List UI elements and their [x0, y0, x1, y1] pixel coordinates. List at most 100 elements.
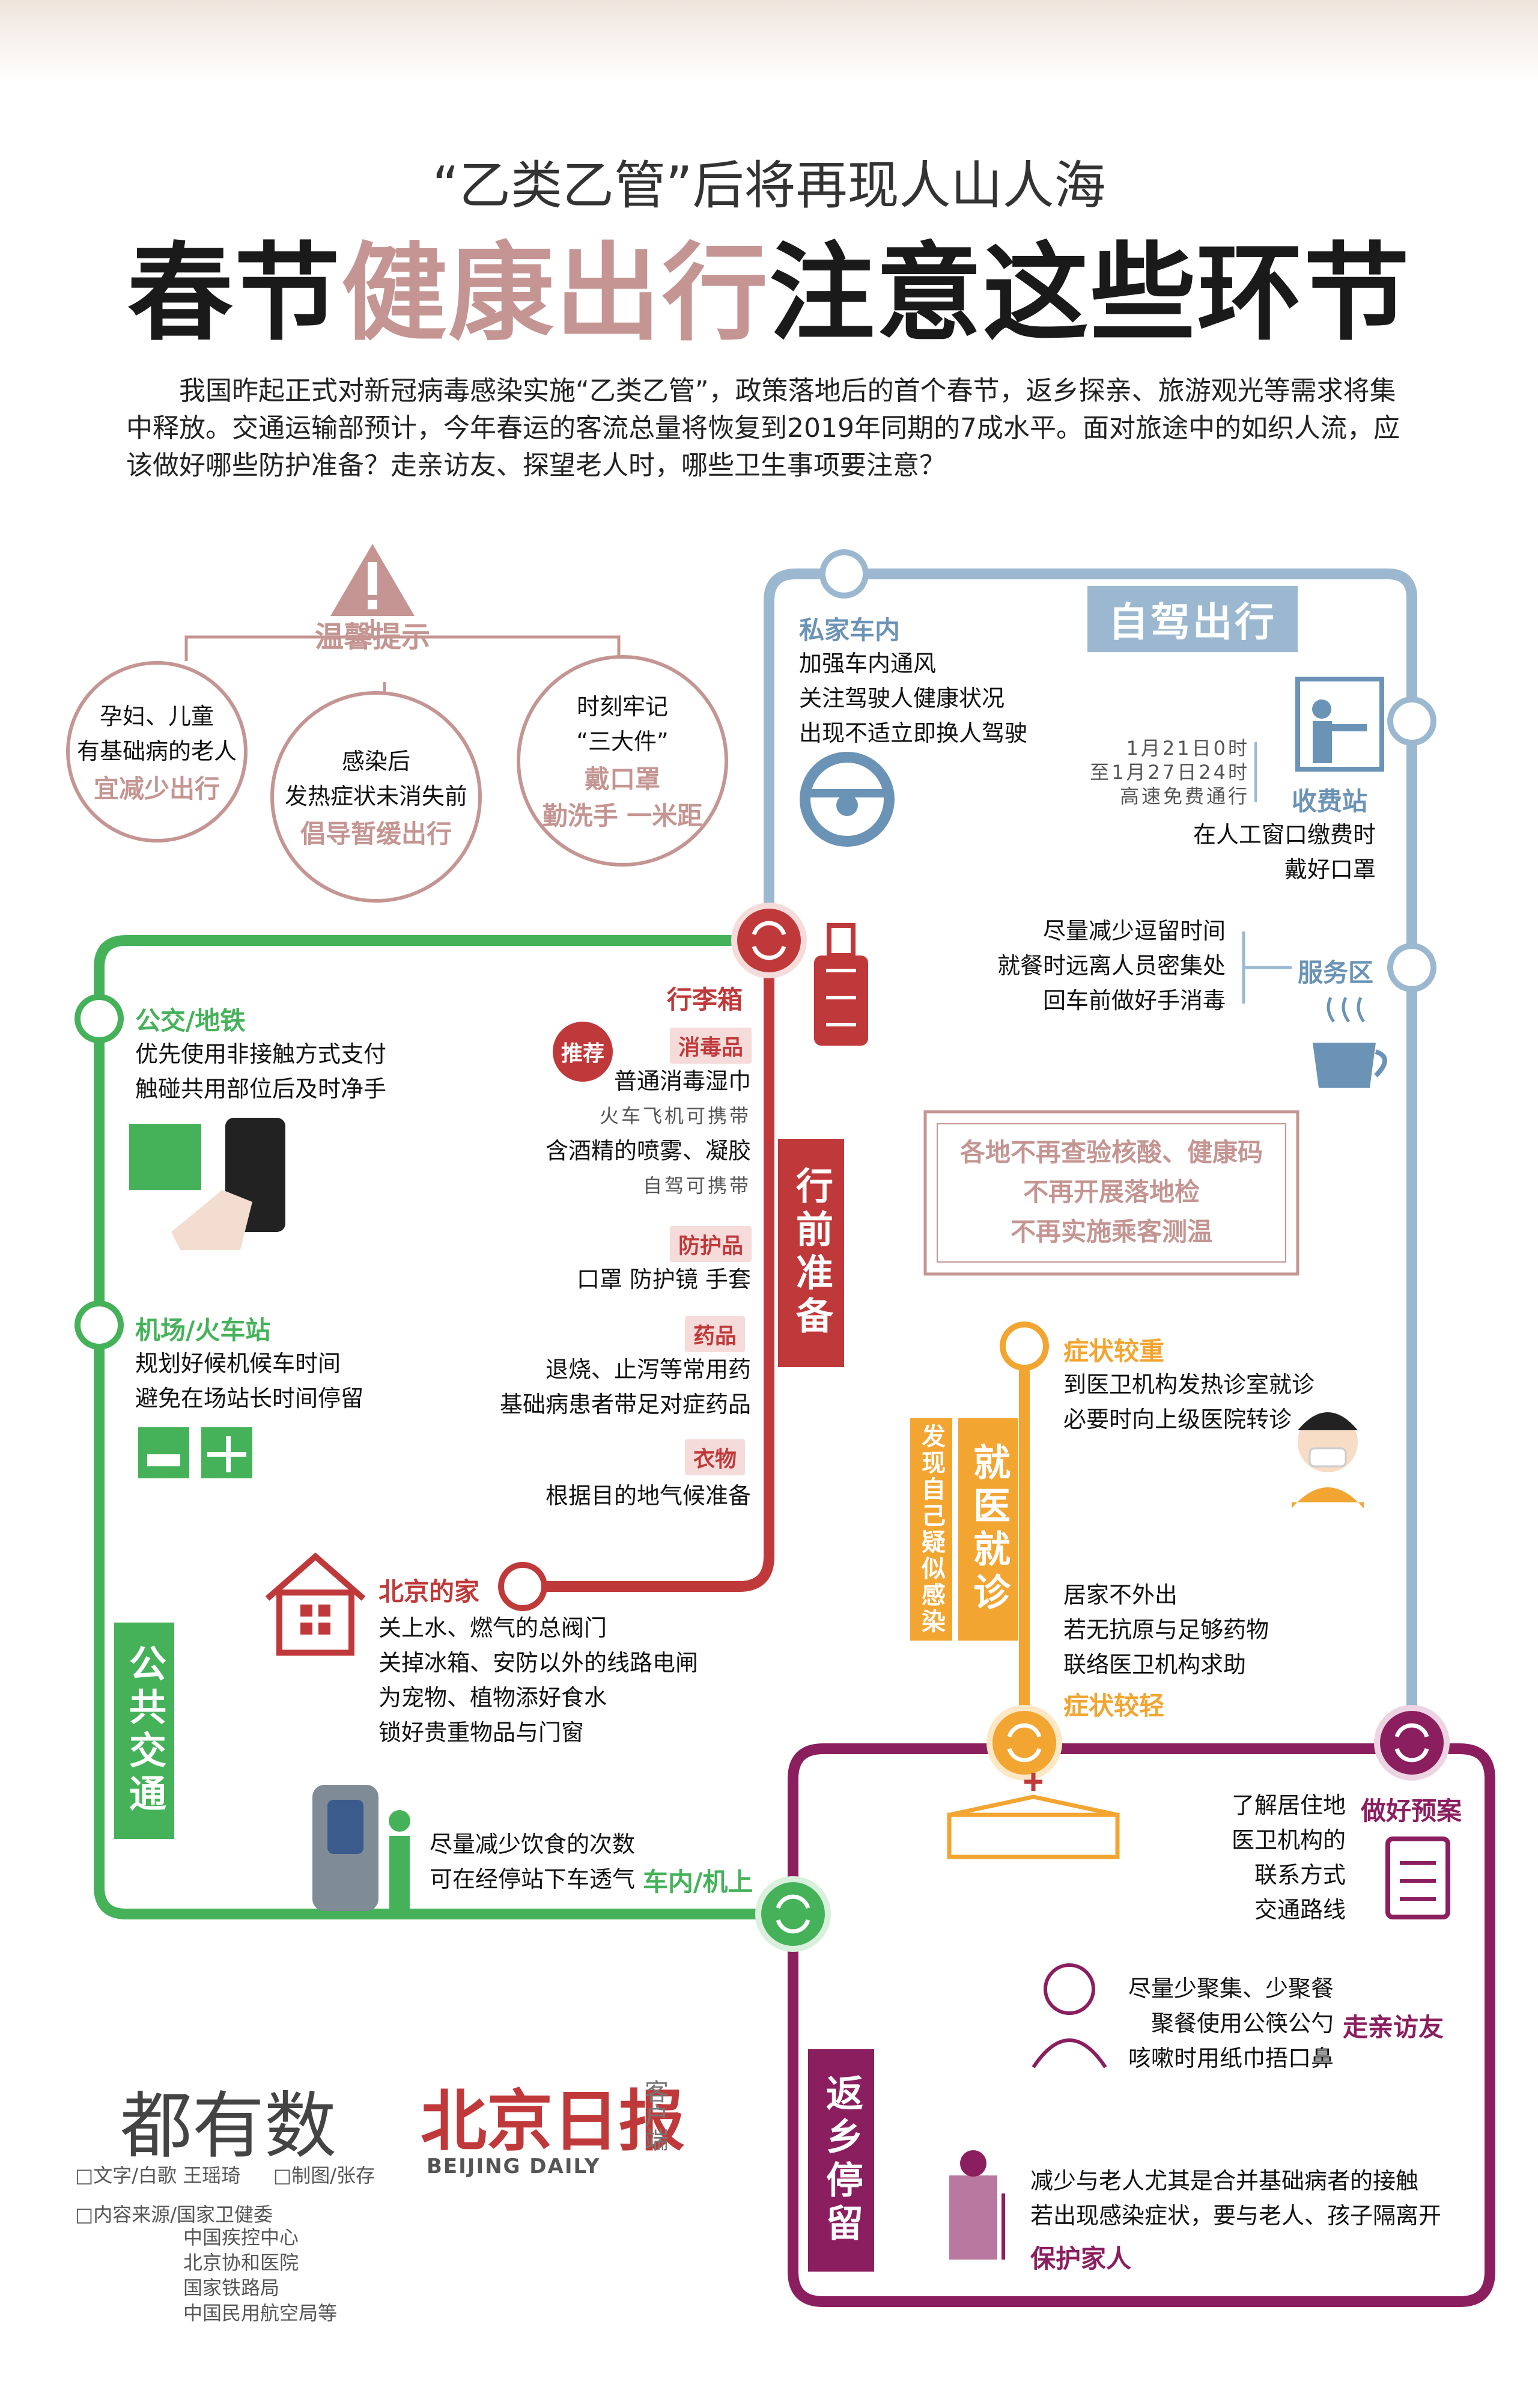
- train-plane-icons: [138, 1427, 252, 1478]
- bus-item-2: 触碰共用部位后及时净手: [135, 1076, 387, 1102]
- top-band: [0, 0, 1538, 84]
- visit-item-2: 聚餐使用公筷公勺: [1150, 2010, 1334, 2037]
- service-item-2: 就餐时远离人员密集处: [997, 953, 1226, 979]
- toll-item-2: 戴好口罩: [1284, 856, 1376, 883]
- brand-logo: 都有数: [120, 2085, 336, 2168]
- toll-list: 在人工窗口缴费时 戴好口罩: [1111, 817, 1376, 887]
- image-credit: □制图/张存: [273, 2164, 375, 2187]
- disinfect-item-2: 含酒精的喷雾、凝胶: [545, 1138, 751, 1164]
- cat-clothing: 衣物: [685, 1439, 746, 1475]
- coughing-person-icon: [1032, 1963, 1107, 2068]
- stop-bus: [74, 994, 124, 1043]
- protective-item-1: 口罩 防护镜 手套: [576, 1266, 751, 1293]
- tip1-line1: 孕妇、儿童: [99, 703, 214, 730]
- medicine-item-2: 基础病患者带足对症药品: [499, 1391, 751, 1418]
- private-car-title: 私家车内: [799, 615, 901, 645]
- severe-item-2: 必要时向上级医院转诊: [1063, 1406, 1292, 1433]
- station-list: 规划好候机候车时间 避免在场站长时间停留: [135, 1346, 363, 1416]
- coffee-cup-icon: [1313, 996, 1387, 1088]
- protective-list: 口罩 防护镜 手套: [457, 1262, 751, 1297]
- station-item-1: 规划好候机候车时间: [135, 1350, 341, 1377]
- protect-list: 减少与老人尤其是合并基础病者的接触 若出现感染症状，要与老人、孩子隔离开: [1030, 2163, 1441, 2233]
- paper-side: 客户端: [640, 2079, 668, 2151]
- policy-line1: 各地不再查验核酸、健康码: [959, 1138, 1263, 1167]
- private-car-list: 加强车内通风 关注驾驶人健康状况 出现不适立即换人驾驶: [799, 646, 1027, 751]
- toll-item-1: 在人工窗口缴费时: [1193, 821, 1376, 848]
- tips-heading: 温馨提示: [314, 620, 430, 654]
- stop-private-car: [819, 549, 869, 599]
- medical-label: 就医就诊: [958, 1418, 1018, 1641]
- stop-home: [498, 1562, 547, 1611]
- policy-frame: [923, 1110, 1299, 1276]
- bus-item-1: 优先使用非接触方式支付: [135, 1041, 387, 1067]
- stop-service: [1387, 943, 1436, 992]
- toll-free-line2: 至1月27日24时: [1090, 761, 1250, 784]
- tip1-line2: 有基础病的老人: [76, 737, 237, 764]
- toll-free-line1: 1月21日0时: [1126, 737, 1250, 760]
- green-route: [94, 935, 793, 1919]
- plan-item-1: 了解居住地: [1231, 1792, 1346, 1818]
- severe-item-1: 到医卫机构发热诊室就诊: [1063, 1371, 1315, 1398]
- source-1: 中国疾控中心: [183, 2226, 299, 2249]
- purple-route: [788, 1743, 1495, 2307]
- stop-toll: [1387, 696, 1436, 746]
- home-item-2: 关掉冰箱、安防以外的线路电闸: [378, 1650, 699, 1676]
- paper-logo: 北京日报: [421, 2082, 685, 2160]
- disinfect-item-1: 普通消毒湿巾: [613, 1068, 751, 1094]
- onboard-title: 车内/机上: [643, 1867, 753, 1897]
- toll-free-note: 1月21日0时 至1月27日24时 高速免费通行: [1045, 736, 1250, 808]
- car-item-2: 关注驾驶人健康状况: [799, 685, 1005, 712]
- visit-title: 走亲访友: [1343, 2013, 1444, 2042]
- tip3-line1: 时刻牢记: [576, 693, 668, 720]
- tip3-line2: “三大件”: [576, 728, 669, 755]
- blue-route: [764, 568, 1417, 1755]
- visit-list: 尽量少聚集、少聚餐 聚餐使用公筷公勺 咳嗽时用纸巾捂口鼻: [1093, 1971, 1334, 2076]
- elderly-icon: [949, 2150, 1005, 2260]
- phone-payment-icon: [129, 1118, 285, 1250]
- mild-list: 居家不外出 若无抗原与足够药物 联络医卫机构求助: [1063, 1577, 1269, 1682]
- cat-medicine: 药品: [685, 1316, 746, 1352]
- disinfect-list: 普通消毒湿巾 火车飞机可携带 含酒精的喷雾、凝胶 自驾可携带: [457, 1064, 751, 1203]
- severe-list: 到医卫机构发热诊室就诊 必要时向上级医院转诊: [1063, 1367, 1315, 1437]
- stop-station: [74, 1300, 124, 1350]
- tip-circle-2: 感染后 发热症状未消失前 倡导暂缓出行: [270, 691, 482, 903]
- tip2-line1: 感染后: [341, 748, 410, 775]
- hub-green: [755, 1876, 831, 1952]
- mild-item-3: 联络医卫机构求助: [1063, 1651, 1247, 1678]
- seat-passenger-icon: [312, 1785, 410, 1911]
- clothing-item-1: 根据目的地气候准备: [545, 1483, 751, 1509]
- luggage-icon: [814, 923, 868, 1046]
- protect-title: 保护家人: [1030, 2244, 1132, 2273]
- tip2-highlight: 倡导暂缓出行: [300, 818, 452, 849]
- page-title: 春节健康出行注意这些环节: [0, 207, 1538, 361]
- medicine-item-1: 退烧、止泻等常用药: [545, 1356, 751, 1383]
- plan-item-3: 联系方式: [1254, 1862, 1346, 1888]
- title-highlight: 健康出行: [341, 232, 769, 355]
- car-item-1: 加强车内通风: [799, 650, 937, 677]
- home-item-4: 锁好贵重物品与门窗: [378, 1719, 585, 1746]
- masked-person-icon: [1292, 1412, 1364, 1508]
- onboard-list: 尽量减少饮食的次数 可在经停站下车透气: [430, 1827, 635, 1897]
- source-list: 中国疾控中心 北京协和医院 国家铁路局 中国民用航空局等: [183, 2225, 337, 2326]
- intro-paragraph: 我国昨起正式对新冠病毒感染实施“乙类乙管”，政策落地后的首个春节，返乡探亲、旅游…: [126, 376, 1400, 481]
- tip2-line2: 发热症状未消失前: [284, 782, 467, 809]
- text-credit: □文字/白歌 王瑶琦: [75, 2164, 241, 2187]
- disinfect-note-2: 自驾可携带: [642, 1174, 751, 1197]
- hospital-icon: [947, 1773, 1120, 1859]
- title-part1: 春节: [127, 232, 341, 355]
- disinfect-note-1: 火车飞机可携带: [599, 1105, 751, 1127]
- source-3: 国家铁路局: [183, 2276, 280, 2299]
- source-4: 中国民用航空局等: [183, 2302, 338, 2324]
- station-title: 机场/火车站: [135, 1315, 271, 1345]
- visit-item-1: 尽量少聚集、少聚餐: [1128, 1975, 1334, 2002]
- toll-booth-icon: [1295, 677, 1384, 772]
- source-2: 北京协和医院: [183, 2251, 299, 2274]
- medicine-list: 退烧、止泻等常用药 基础病患者带足对症药品: [457, 1352, 751, 1422]
- tip-circle-1: 孕妇、儿童 有基础病的老人 宜减少出行: [66, 661, 248, 843]
- plan-item-4: 交通路线: [1254, 1897, 1346, 1923]
- policy-box: 各地不再查验核酸、健康码 不再开展落地检 不再实施乘客测温: [937, 1133, 1286, 1252]
- service-list: 尽量减少逗留时间 就餐时远离人员密集处 回车前做好手消毒: [937, 913, 1226, 1018]
- prep-label: 行前准备: [778, 1139, 844, 1367]
- policy-line3: 不再实施乘客测温: [1010, 1217, 1212, 1246]
